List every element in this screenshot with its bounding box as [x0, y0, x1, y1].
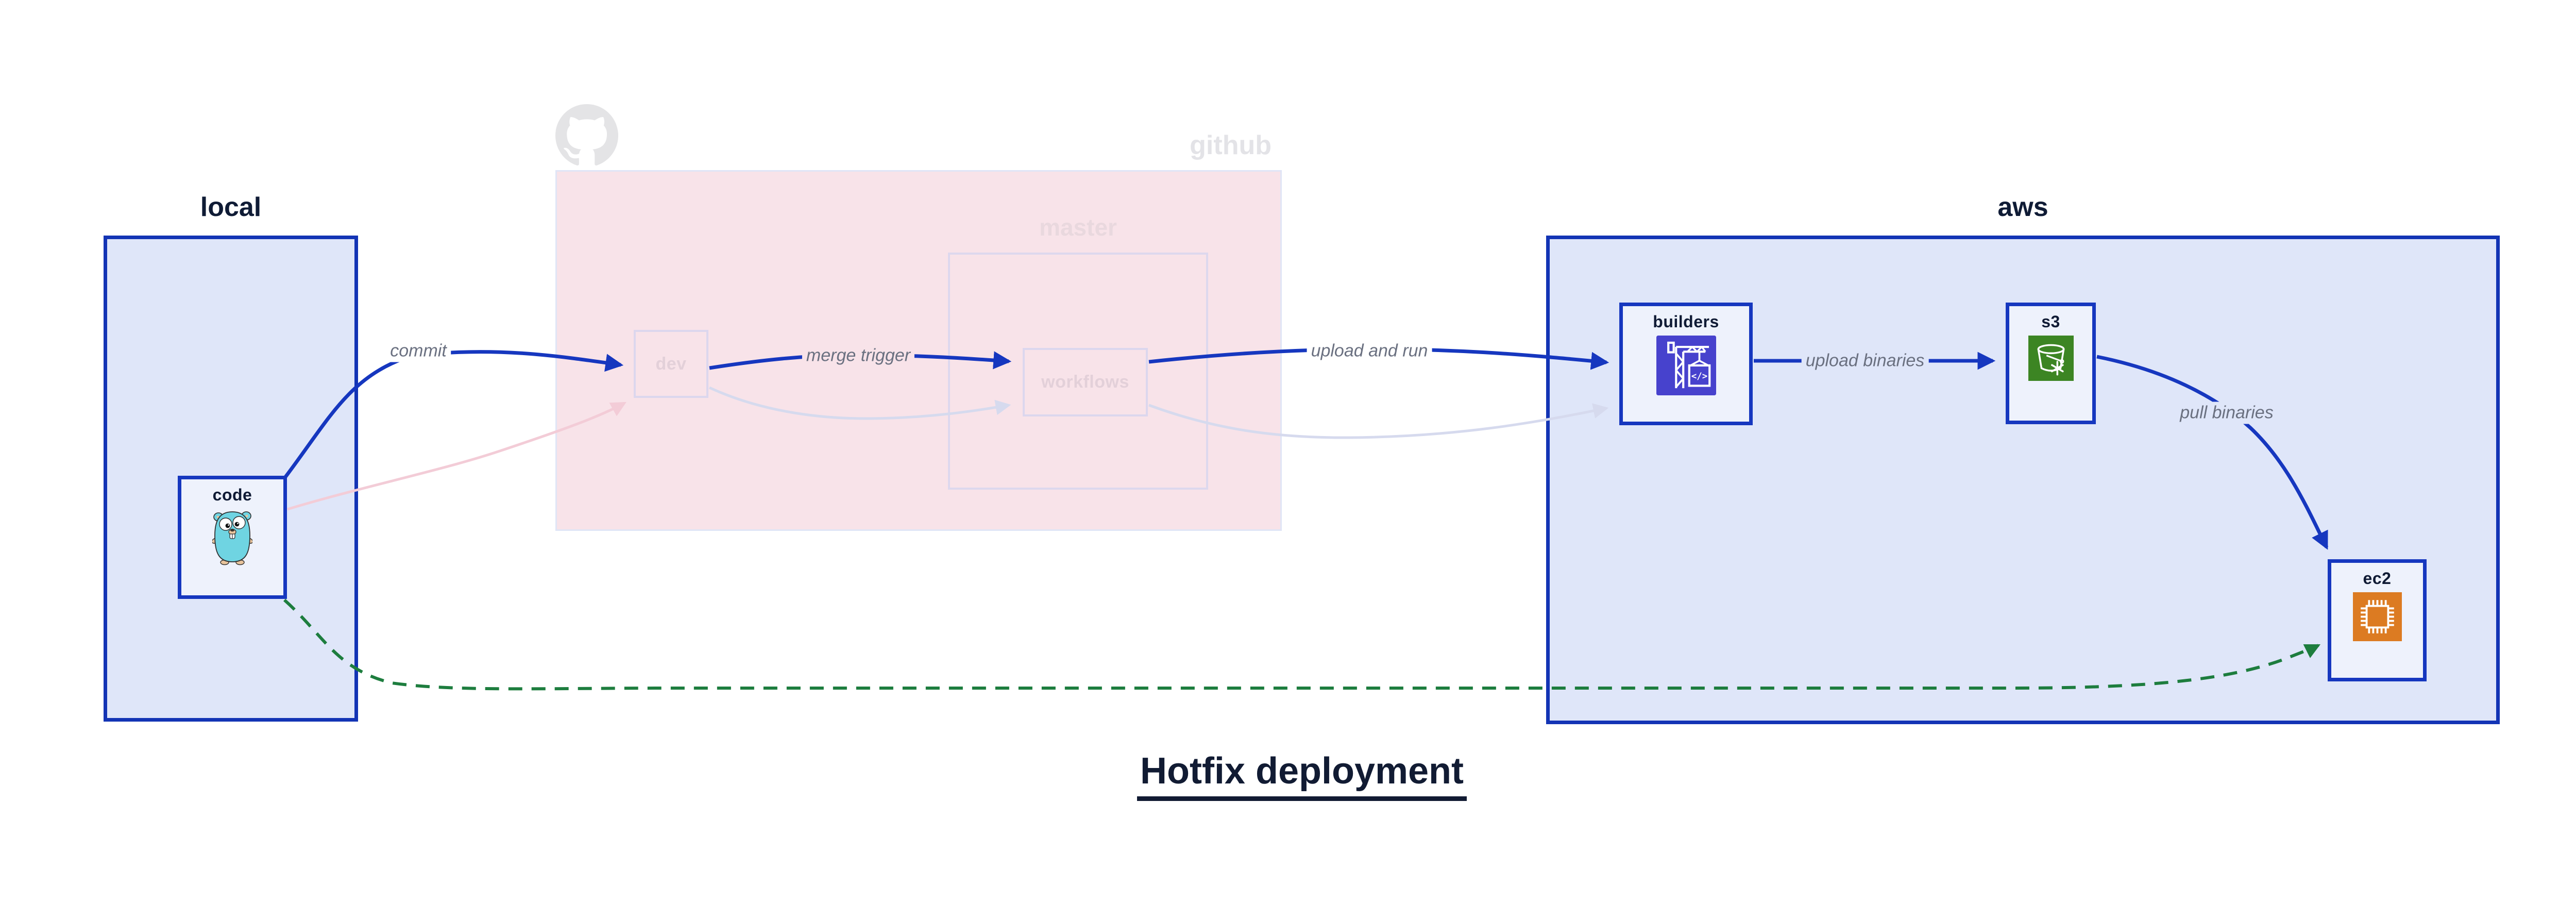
node-builders: builders </> [1619, 303, 1753, 425]
edge-label-upload-and-run: upload and run [1307, 340, 1432, 362]
node-code-label: code [212, 486, 252, 504]
edge-label-commit: commit [386, 340, 451, 362]
edge-label-pull-binaries: pull binaries [2176, 402, 2278, 424]
codebuild-icon: </> [1655, 336, 1717, 395]
node-s3-label: s3 [2041, 312, 2060, 331]
master-branch-box [948, 253, 1208, 490]
node-ec2-label: ec2 [2363, 569, 2392, 588]
edge-label-merge-trigger: merge trigger [802, 344, 915, 367]
aws-region-label: aws [1997, 192, 2048, 222]
github-region-label: github [1190, 130, 1272, 160]
cpu-chip-icon [2352, 592, 2402, 641]
codebuild-icon-code-text: </> [1691, 372, 1707, 382]
edge-label-upload-binaries: upload binaries [1801, 349, 1929, 372]
local-region-label: local [200, 192, 262, 222]
gopher-icon [212, 509, 252, 565]
node-dev-label: dev [655, 354, 687, 374]
octocat-icon [555, 104, 618, 167]
node-workflows: workflows [1023, 348, 1148, 416]
node-dev: dev [634, 330, 708, 398]
node-builders-label: builders [1653, 312, 1719, 331]
s3-bucket-icon [2028, 336, 2074, 381]
diagram-title: Hotfix deployment [1137, 750, 1467, 801]
master-branch-label: master [1039, 214, 1117, 241]
node-ec2: ec2 [2328, 559, 2427, 681]
node-s3: s3 [2006, 303, 2096, 424]
node-workflows-label: workflows [1041, 372, 1129, 392]
node-code: code [178, 476, 287, 599]
